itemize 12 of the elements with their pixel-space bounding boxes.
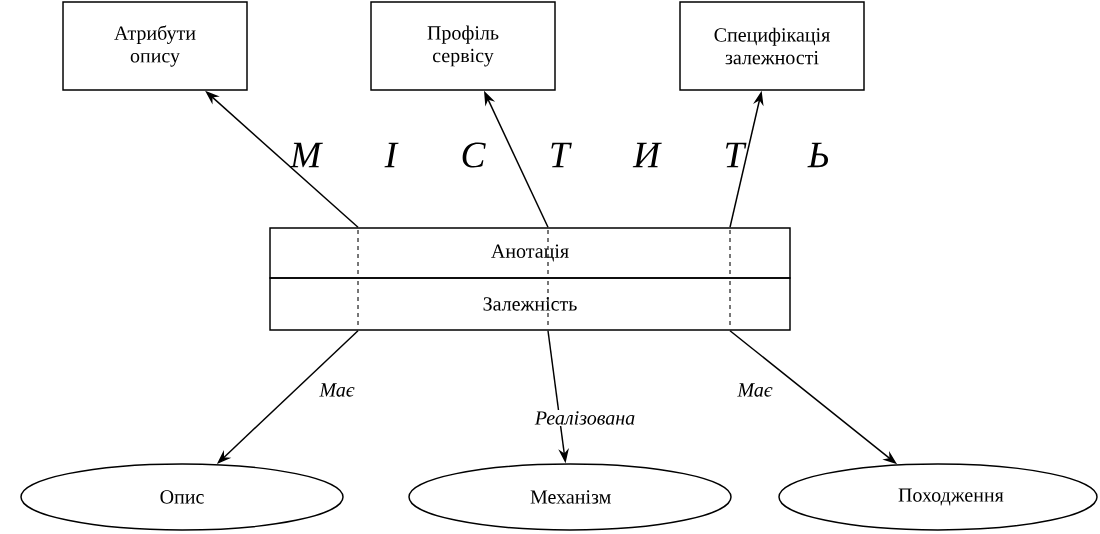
ellipse-node: Опис (20, 463, 344, 531)
process-box: Специфікація залежності (679, 1, 865, 91)
edge-label: Має (736, 382, 774, 398)
ellipse-node: Походження (778, 463, 1098, 531)
process-box: Залежність (269, 277, 791, 331)
ellipse-node: Механізм (408, 463, 732, 531)
process-box: Анотація (269, 227, 791, 279)
edge-label: Реалізована (533, 409, 637, 427)
process-box: Профіль сервісу (370, 1, 556, 91)
process-box: Атрибути опису (62, 1, 248, 91)
relation-label: М І С Т И Т Ь (289, 142, 828, 168)
edge-label: Має (318, 382, 356, 398)
